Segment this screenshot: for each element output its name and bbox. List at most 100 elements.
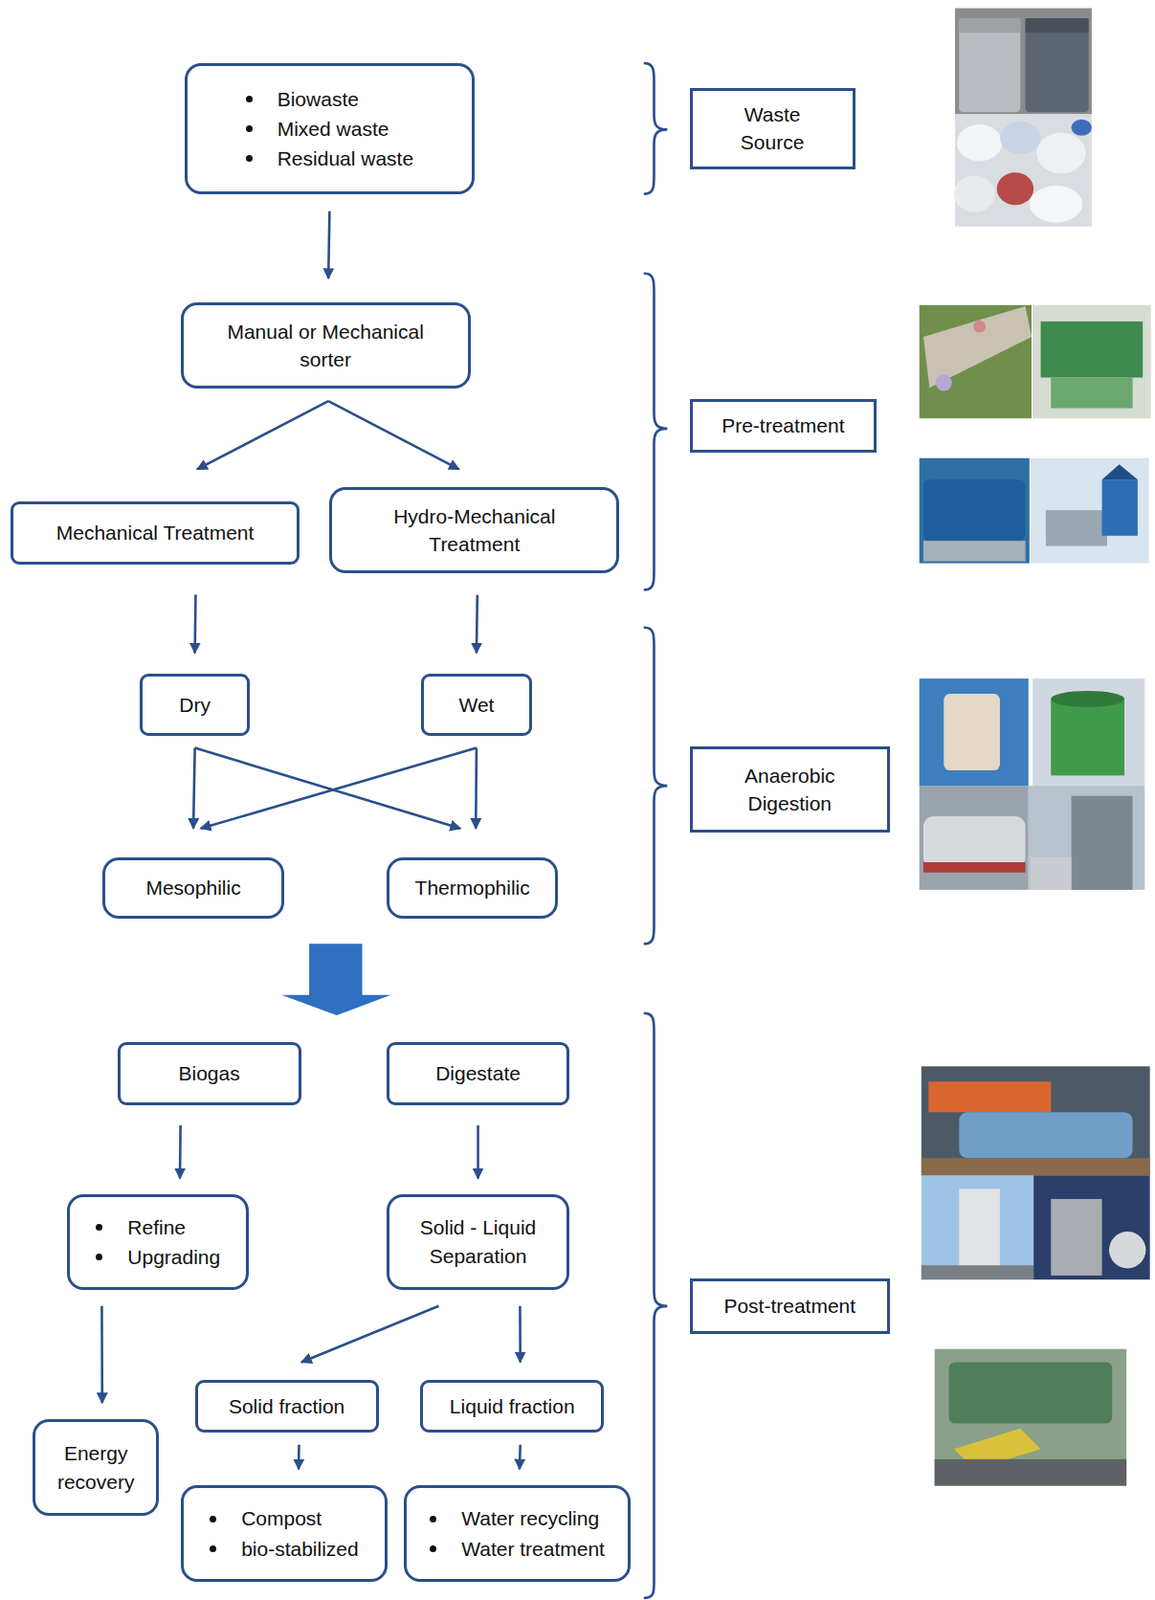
flow-arrow [193, 748, 196, 829]
text-wrap: Digestate [435, 1059, 521, 1088]
product-box: Liquid fraction [420, 1379, 604, 1433]
text-line: Post-treatment [723, 1291, 856, 1320]
flow-arrow [474, 748, 478, 829]
product-box: Solid fraction [195, 1379, 379, 1433]
node-text: Compost [241, 1503, 322, 1533]
text-wrap: Compostbio-stabilized [209, 1503, 359, 1563]
text-wrap: Water recyclingWater treatment [429, 1503, 605, 1563]
node-text: Mixed waste [277, 113, 390, 144]
product-box: Compostbio-stabilized [180, 1485, 388, 1581]
list-item: Mixed waste [245, 113, 390, 144]
bullet-dot [245, 95, 253, 103]
text-wrap: Energy recovery [47, 1439, 144, 1496]
text-line: Manual or Mechanical sorter [215, 317, 436, 375]
text-line: Solid - Liquid Separation [401, 1213, 556, 1270]
node-text: Biogas [177, 1062, 240, 1085]
text-line: Dry [178, 690, 211, 719]
photo [919, 678, 1146, 890]
waste-box: BiowasteMixed wasteResidual waste [184, 63, 475, 194]
flow-arrow [193, 595, 197, 654]
text-line: Pre-treatment [721, 411, 845, 440]
product-box: Biogas [117, 1042, 302, 1106]
flow-arrow [518, 1306, 522, 1363]
text-line: Digestate [435, 1059, 521, 1088]
text-line: Wet [458, 690, 494, 719]
text-wrap: Manual or Mechanical sorter [215, 317, 436, 375]
list-item: Refine [95, 1212, 186, 1243]
flow-arrow [328, 400, 460, 469]
node-text: Dry [178, 693, 211, 716]
text-wrap: Solid - Liquid Separation [401, 1213, 556, 1270]
flow-arrow [476, 1125, 480, 1178]
flow-arrow [100, 1306, 104, 1403]
text-line: Mechanical Treatment [56, 518, 255, 547]
flow-arrow [518, 1444, 522, 1470]
flow-arrow [301, 1306, 440, 1363]
text-wrap: Dry [178, 690, 211, 719]
process-box: Wet [421, 673, 532, 736]
text-wrap: Anaerobic Digestion [727, 761, 852, 819]
process-box: Dry [139, 673, 250, 736]
flow-arrow [297, 1444, 301, 1470]
node-text: Wet [458, 693, 494, 716]
process-box: Manual or Mechanical sorter [180, 302, 471, 390]
flow-arrow [197, 400, 329, 469]
curly-brace [644, 1013, 667, 1599]
product-box: Energy recovery [32, 1419, 159, 1516]
stage-label: Anaerobic Digestion [689, 746, 890, 833]
product-box: Water recyclingWater treatment [403, 1485, 631, 1581]
text-line: Thermophilic [415, 873, 531, 902]
node-text: Waste Source [729, 100, 816, 157]
node-text: Water treatment [461, 1533, 605, 1564]
flow-arrow [328, 211, 330, 279]
bullet-dot [95, 1253, 103, 1261]
text-wrap: Liquid fraction [449, 1392, 576, 1421]
bullet-dot [245, 155, 253, 162]
bullet-dot [209, 1545, 217, 1553]
text-line: Mesophilic [145, 873, 241, 902]
stage-label: Waste Source [689, 88, 856, 170]
process-box: Thermophilic [386, 857, 558, 919]
text-wrap: Wet [458, 690, 494, 719]
process-box: Hydro-Mechanical Treatment [329, 487, 620, 575]
node-text: Hydro-Mechanical Treatment [378, 502, 571, 559]
stage-label: Post-treatment [689, 1278, 890, 1334]
block-arrow [281, 943, 391, 1016]
node-text: Manual or Mechanical sorter [215, 317, 436, 375]
text-line: Biogas [177, 1059, 240, 1088]
curly-brace [644, 273, 667, 591]
node-text: Liquid fraction [449, 1395, 576, 1418]
node-text: Digestate [435, 1062, 521, 1085]
list-item: bio-stabilized [209, 1533, 359, 1564]
node-text: Upgrading [127, 1242, 221, 1272]
text-wrap: Hydro-Mechanical Treatment [378, 502, 571, 559]
flow-arrow [200, 748, 477, 829]
flow-arrow [195, 748, 462, 829]
bullet-dot [429, 1545, 437, 1553]
text-wrap: Mesophilic [145, 873, 241, 902]
node-text: Refine [127, 1212, 186, 1243]
bullet-dot [245, 125, 253, 133]
process-box: Mesophilic [102, 857, 286, 919]
text-line: Waste Source [729, 100, 816, 157]
node-text: Energy recovery [47, 1439, 144, 1496]
text-wrap: Biogas [177, 1059, 240, 1088]
process-box: Solid - Liquid Separation [386, 1194, 570, 1290]
list-item: Compost [209, 1503, 322, 1533]
list-item: Upgrading [95, 1242, 221, 1272]
product-box: Digestate [386, 1042, 570, 1106]
node-text: Biowaste [277, 84, 359, 114]
curly-brace [644, 63, 667, 194]
node-text: Post-treatment [723, 1294, 856, 1317]
text-wrap: BiowasteMixed wasteResidual waste [245, 84, 414, 174]
node-text: bio-stabilized [241, 1533, 359, 1564]
text-wrap: Pre-treatment [721, 411, 845, 440]
flow-arrow [178, 1125, 182, 1178]
text-line: Energy recovery [47, 1439, 144, 1496]
node-text: Pre-treatment [721, 414, 845, 437]
process-box: RefineUpgrading [66, 1194, 249, 1290]
text-line: Hydro-Mechanical Treatment [378, 502, 571, 559]
node-text: Thermophilic [415, 876, 531, 899]
